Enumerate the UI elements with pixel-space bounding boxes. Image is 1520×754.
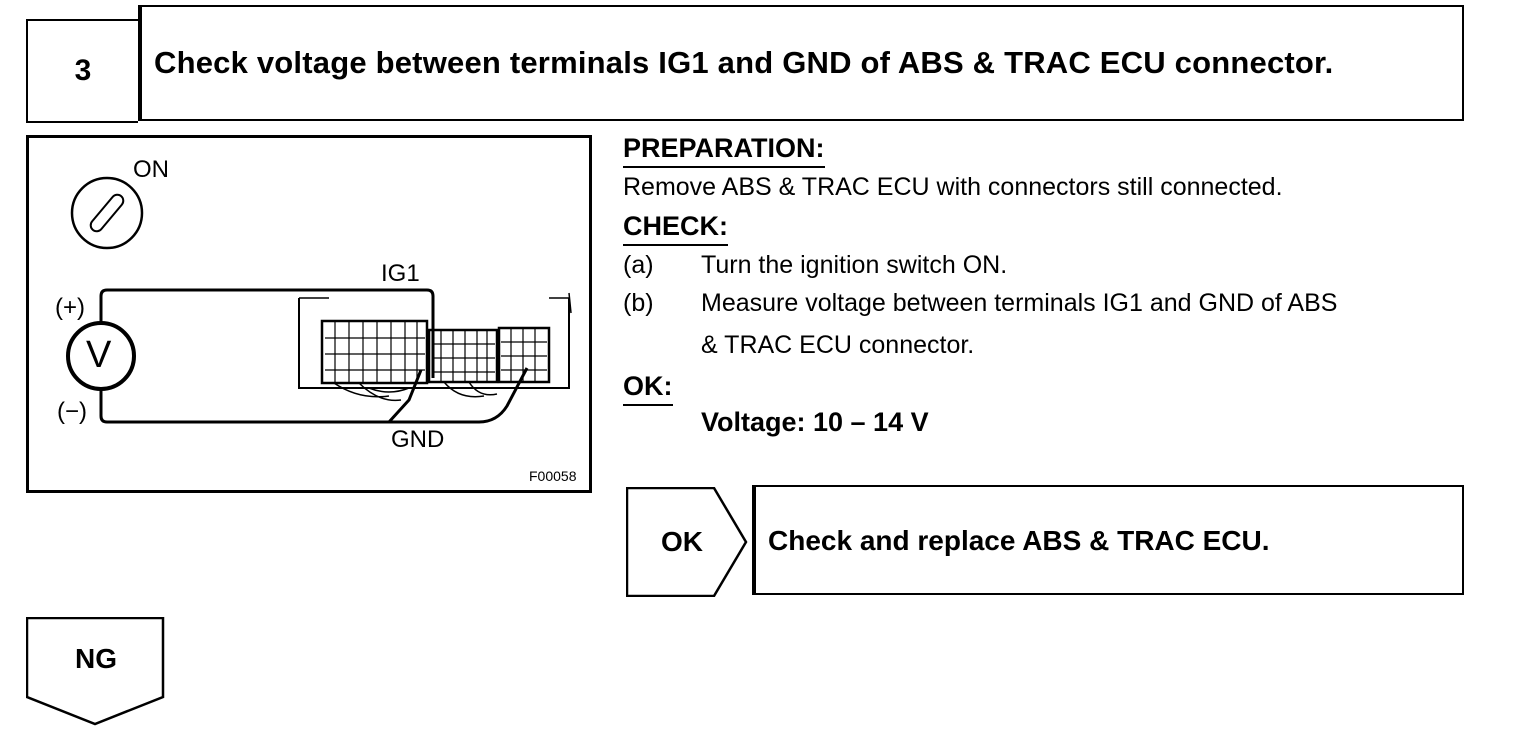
check-item-letter: (b) bbox=[623, 289, 654, 317]
check-heading: CHECK: bbox=[623, 211, 728, 246]
gnd-label: GND bbox=[391, 426, 445, 453]
ok-tag: OK bbox=[626, 487, 748, 597]
check-item-letter: (a) bbox=[623, 251, 654, 279]
gnd-wire bbox=[99, 367, 529, 424]
positive-probe-label: (+) bbox=[55, 294, 85, 321]
wiring-diagram: ON IG1 (+) V (−) GND F00058 bbox=[26, 135, 592, 493]
preparation-heading: PREPARATION: bbox=[623, 133, 825, 168]
wiring-diagram-drawing bbox=[66, 176, 572, 424]
ok-tag-label: OK bbox=[661, 526, 703, 557]
preparation-text: Remove ABS & TRAC ECU with connectors st… bbox=[623, 173, 1283, 201]
ok-result-text: Check and replace ABS & TRAC ECU. bbox=[752, 485, 1464, 595]
negative-probe-label: (−) bbox=[57, 398, 87, 425]
step-header: 3 Check voltage between terminals IG1 an… bbox=[26, 5, 1464, 123]
voltmeter-label: V bbox=[86, 334, 112, 376]
ig1-wire bbox=[99, 288, 435, 378]
check-item-text-continued: & TRAC ECU connector. bbox=[701, 331, 975, 359]
ng-tag-label: NG bbox=[75, 643, 117, 674]
ng-arrow-shape bbox=[26, 617, 165, 726]
ecu-connector-icon bbox=[298, 292, 572, 402]
step-number: 3 bbox=[26, 19, 138, 123]
check-item-text: Measure voltage between terminals IG1 an… bbox=[701, 289, 1338, 317]
ok-spec: Voltage: 10 – 14 V bbox=[701, 407, 929, 437]
step-title: Check voltage between terminals IG1 and … bbox=[138, 5, 1464, 121]
ignition-switch-icon bbox=[70, 176, 144, 250]
ng-tag: NG bbox=[26, 617, 166, 727]
check-item-text: Turn the ignition switch ON. bbox=[701, 251, 1008, 279]
ok-heading: OK: bbox=[623, 371, 673, 406]
ok-arrow-shape bbox=[626, 487, 748, 597]
figure-code: F00058 bbox=[529, 468, 577, 484]
ignition-on-label: ON bbox=[133, 156, 169, 183]
ig1-label: IG1 bbox=[381, 260, 420, 287]
